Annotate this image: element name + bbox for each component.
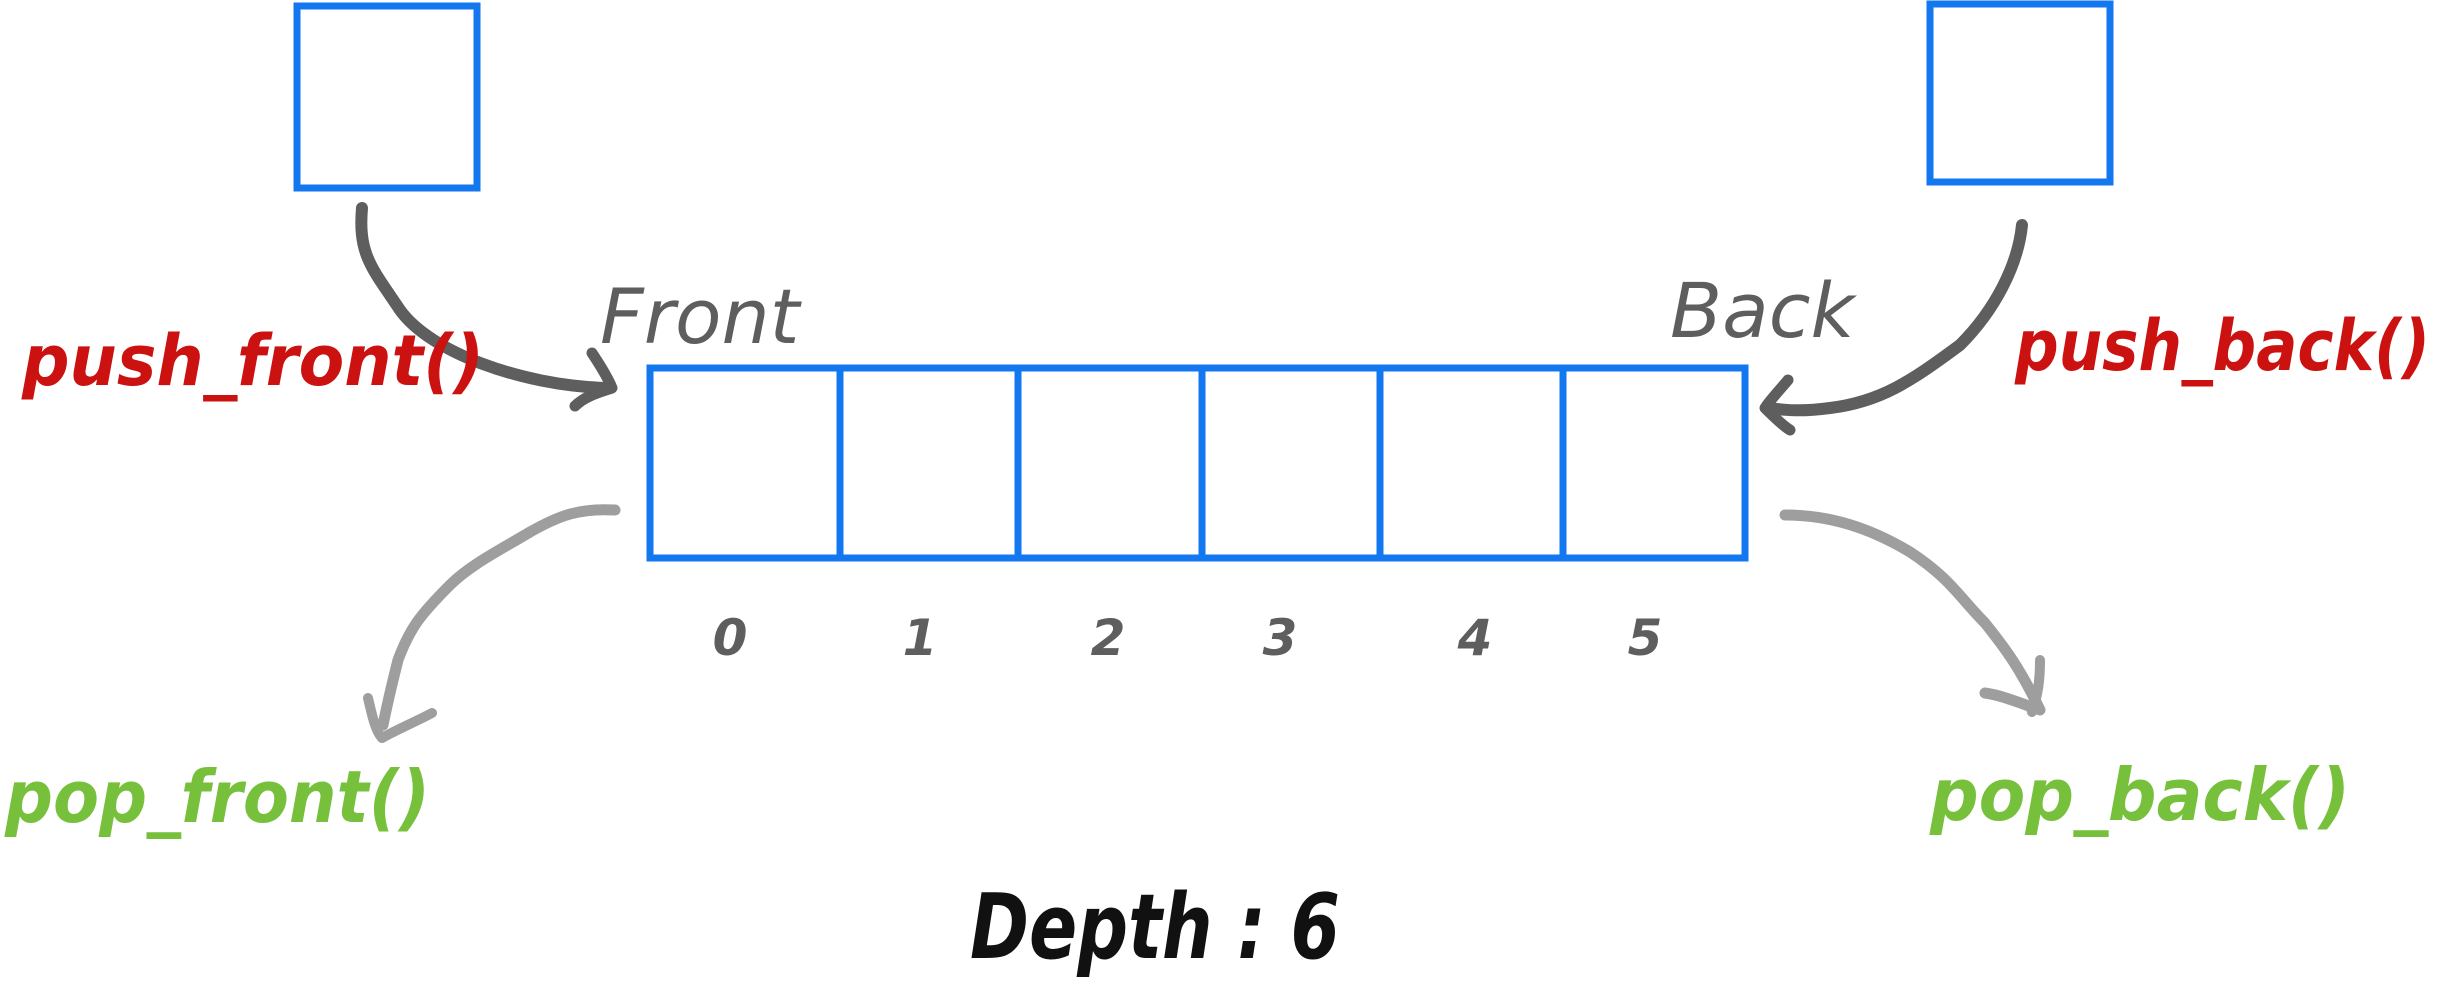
- front-label: Front: [600, 272, 803, 361]
- push-back-label: push_back(): [2014, 305, 2430, 387]
- pop-front-arrow: [363, 504, 621, 743]
- depth-label: Depth : 6: [970, 875, 1340, 980]
- back-label: Back: [1670, 266, 1857, 355]
- cell-index: 2: [1091, 609, 1126, 667]
- pop-back-label: pop_back(): [1929, 753, 2350, 837]
- push-back-arrow: [1759, 219, 2028, 436]
- pop-back-arrow: [1779, 509, 2046, 717]
- cell-index: 5: [1628, 609, 1663, 667]
- push-front-arrow: [355, 202, 618, 412]
- cell-index: 3: [1263, 609, 1298, 667]
- incoming-front-element-box: [293, 2, 481, 192]
- deque-outline: [646, 364, 1749, 562]
- incoming-back-element-box: [1926, 0, 2114, 186]
- push-front-label: push_front(): [21, 320, 484, 402]
- cell-index: 0: [713, 609, 748, 667]
- pop-front-label: pop_front(): [4, 755, 430, 839]
- cell-indices: 0 1 2 3 4 5: [713, 609, 1663, 667]
- cell-index: 1: [903, 609, 938, 667]
- deque-array: [646, 364, 1749, 562]
- cell-index: 4: [1457, 609, 1493, 667]
